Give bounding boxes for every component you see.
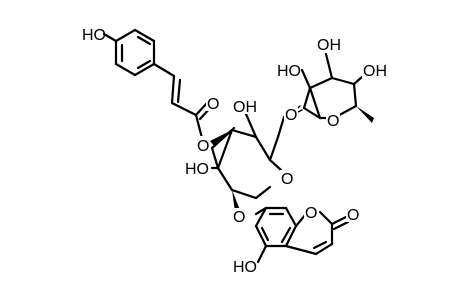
oh-phenol-label: HO [82, 27, 106, 44]
glucose-ring [210, 115, 286, 212]
oh-rha-c3-label: OH [317, 37, 341, 54]
p-hydroxycinnamoyl-group [102, 28, 213, 140]
o-ester-carbonyl-label: O [207, 96, 219, 113]
o-lactone-carbonyl-label: O [347, 207, 359, 224]
coumarin-core [254, 206, 350, 264]
oh-rha-c2-label: HO [277, 63, 301, 80]
oh-rha-c4-label: OH [363, 63, 387, 80]
o-glycosidic-label: O [233, 209, 245, 226]
oh-glc-c4-label: OH [233, 99, 257, 116]
o-c6-link-label: O [285, 107, 297, 124]
glc-c4-oh-bond [244, 112, 258, 139]
oh-glc-c2-label: HO [185, 161, 209, 178]
rha-anomeric-hash [297, 105, 303, 113]
o-glc-ring-label: O [281, 171, 293, 188]
o-ester-label: O [197, 138, 209, 155]
o-rha-ring-label: O [327, 113, 339, 130]
oh-coumarin-label: HO [233, 259, 257, 276]
atom-labels: HO O O OH HO O O O O HO OH OH O O HO [81, 26, 387, 276]
o-lactone-ring-label: O [305, 205, 317, 222]
